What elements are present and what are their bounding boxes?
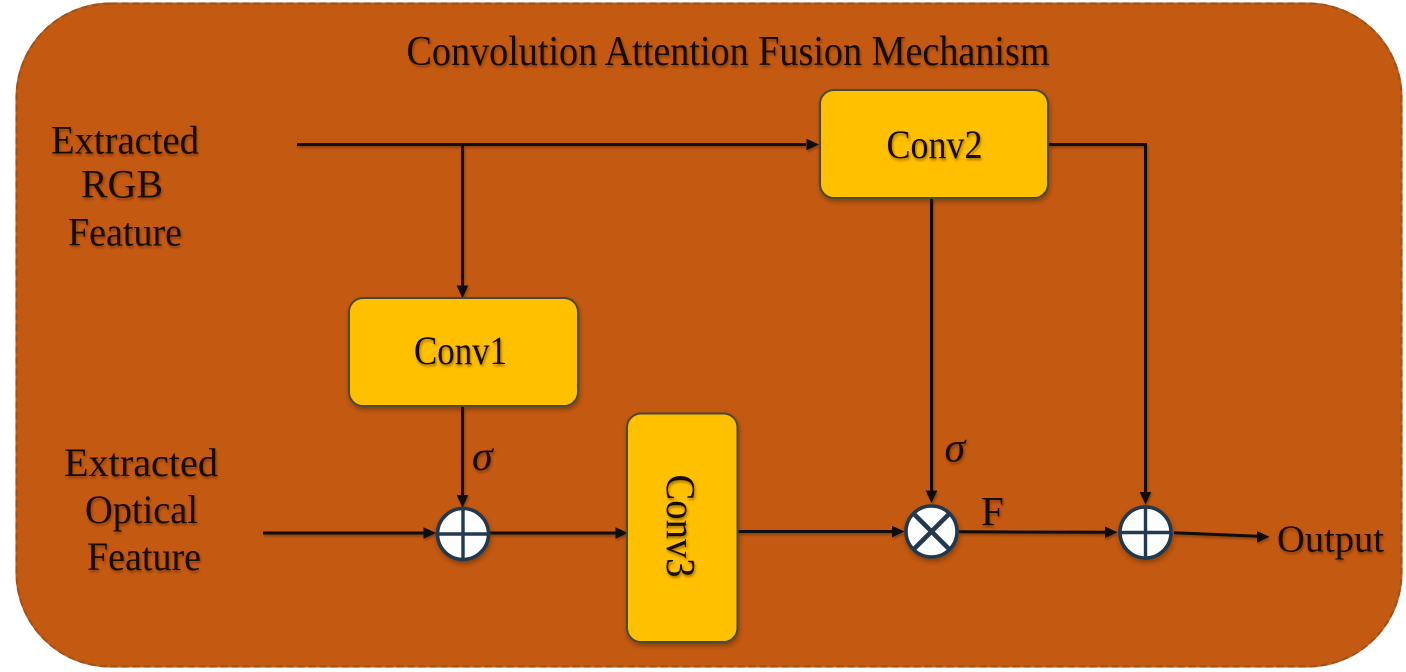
svg-text:Conv1: Conv1 [414, 328, 507, 373]
svg-text:σ: σ [945, 426, 968, 472]
svg-text:Convolution Attention Fusion M: Convolution Attention Fusion Mechanism [407, 28, 1050, 75]
svg-text:Feature: Feature [68, 210, 182, 255]
svg-text:RGB: RGB [81, 162, 163, 207]
svg-text:Conv3: Conv3 [658, 475, 704, 578]
svg-text:Extracted: Extracted [64, 440, 218, 485]
svg-text:F: F [981, 488, 1004, 534]
svg-text:Output: Output [1277, 519, 1384, 561]
svg-text:Conv2: Conv2 [887, 122, 983, 167]
svg-text:Extracted: Extracted [51, 118, 199, 163]
svg-text:Feature: Feature [87, 534, 201, 579]
svg-text:Optical: Optical [85, 487, 198, 532]
svg-text:σ: σ [472, 434, 495, 480]
